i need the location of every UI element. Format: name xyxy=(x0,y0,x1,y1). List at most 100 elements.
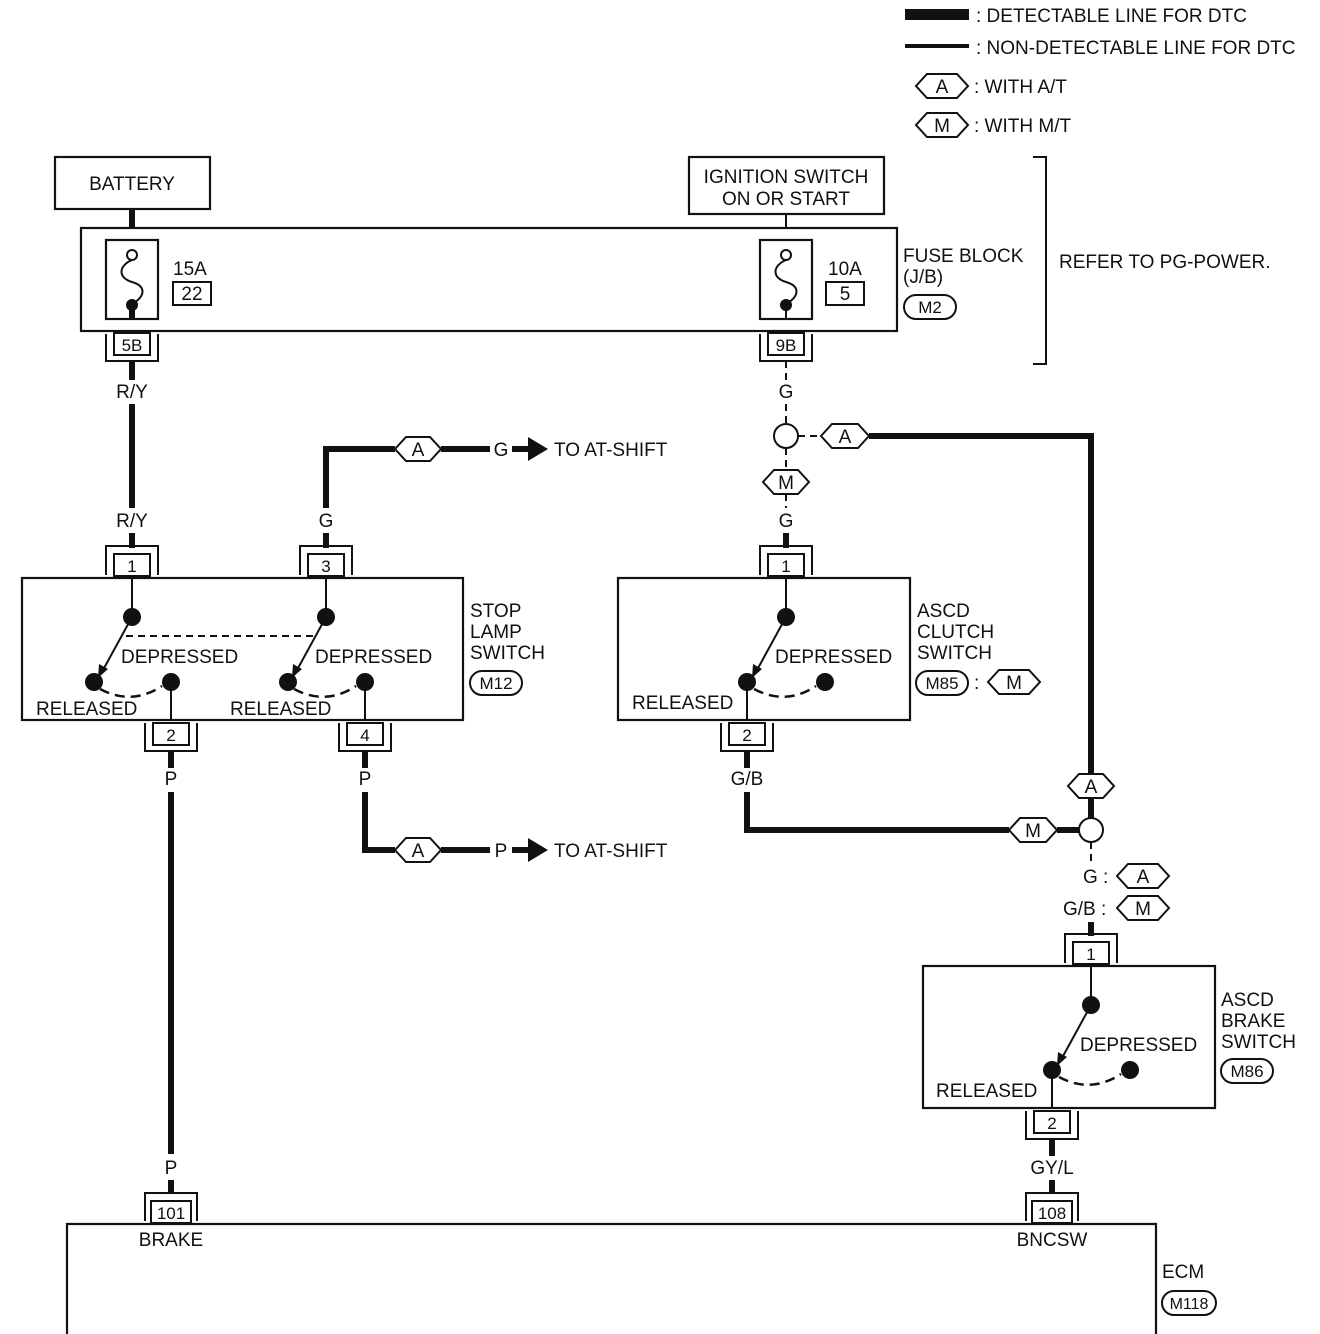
stop-lamp-sw1-released-contact xyxy=(85,673,103,691)
ecm-box xyxy=(65,1222,1158,1334)
ascd-clutch-name-3: SWITCH xyxy=(917,643,992,664)
terminal-5b-label: 5B xyxy=(122,336,143,355)
ascd-brake-connector: M86 xyxy=(1230,1062,1263,1081)
ascd-clutch-depressed: DEPRESSED xyxy=(775,647,892,668)
stop-lamp-sw1-travel xyxy=(99,684,163,699)
p-at-shift-wire-label: P xyxy=(495,841,508,862)
stop-lamp-t4-label: 4 xyxy=(360,726,369,745)
legend-detectable-line xyxy=(905,9,969,20)
ascd-brake-depressed-contact xyxy=(1121,1061,1139,1079)
ecm-name: ECM xyxy=(1162,1262,1204,1283)
ecm-t101-box xyxy=(150,1200,192,1224)
terminal-5b: 5B xyxy=(105,332,159,362)
gb-wire xyxy=(744,792,1009,833)
stop-lamp-sw2-released: RELEASED xyxy=(230,699,331,720)
stop-lamp-t4-box xyxy=(346,722,384,746)
ascd-clutch-switch-box xyxy=(616,576,912,722)
stop-lamp-t2-label: 2 xyxy=(166,726,175,745)
ascd-brake-depressed: DEPRESSED xyxy=(1080,1035,1197,1056)
mt-hex-code-2: M xyxy=(1025,821,1041,842)
stop-lamp-switch: 1 3 DEPRESSED RELEASED DEPRESSED RELEASE… xyxy=(20,545,545,752)
ascd-clutch-connector-oval xyxy=(915,670,969,696)
ecm-connector-oval xyxy=(1161,1290,1217,1316)
battery-box xyxy=(53,155,212,211)
ascd-brake-t1-label: 1 xyxy=(1086,945,1095,964)
stop-lamp-sw1-released: RELEASED xyxy=(36,699,137,720)
stop-lamp-t3-outer xyxy=(299,545,353,575)
stop-lamp-sw2-arrow-icon xyxy=(292,664,302,678)
splice-top-icon xyxy=(773,423,799,449)
ascd-brake-travel xyxy=(1058,1072,1122,1087)
ascd-clutch-mt-code: M xyxy=(1006,673,1022,694)
ascd-clutch-name-2: CLUTCH xyxy=(917,622,994,643)
ascd-clutch-name-1: ASCD xyxy=(917,601,970,622)
ecm-bncsw-label: BNCSW xyxy=(1017,1230,1088,1251)
fuse-22-amp: 15A xyxy=(173,259,207,280)
ascd-clutch-depressed-contact xyxy=(816,673,834,691)
stop-lamp-name-3: SWITCH xyxy=(470,643,545,664)
ascd-brake-t1-box xyxy=(1072,941,1110,965)
ecm-t108-label: 108 xyxy=(1038,1204,1066,1223)
stop-lamp-connector: M12 xyxy=(479,674,512,693)
gb-colon-label: G/B : xyxy=(1063,899,1106,920)
g-at-shift-wire-label: G xyxy=(494,440,509,461)
legend-at-label: : WITH A/T xyxy=(974,77,1067,98)
stop-lamp-connector-oval xyxy=(469,670,523,696)
ascd-clutch-t1-outer xyxy=(759,545,813,575)
mt-hex-code: M xyxy=(778,473,794,494)
gb-label: G/B xyxy=(731,769,764,790)
ascd-brake-blade xyxy=(1061,1004,1092,1059)
stop-lamp-t3-box xyxy=(307,553,345,577)
arrow-right-icon-2 xyxy=(528,838,548,862)
ascd-clutch-switch: 1 DEPRESSED RELEASED 2 ASCD CLUTCH SWITC… xyxy=(616,545,1042,752)
stop-lamp-t1-outer xyxy=(105,545,159,575)
ascd-clutch-mt-hex-icon xyxy=(986,669,1042,695)
fuse-22-num-box xyxy=(172,281,212,306)
mt-hex-icon xyxy=(761,469,811,495)
fuse-22-num: 22 xyxy=(181,284,202,305)
g-at-shift-wire xyxy=(323,446,395,508)
legend: : DETECTABLE LINE FOR DTC : NON-DETECTAB… xyxy=(905,6,1296,138)
stop-lamp-t1-box xyxy=(113,553,151,577)
ascd-clutch-t2-label: 2 xyxy=(742,726,751,745)
at-hex-code: A xyxy=(412,440,425,461)
ecm-brake-label: BRAKE xyxy=(139,1230,203,1251)
at-shift-label-top: TO AT-SHIFT xyxy=(554,440,668,461)
stop-lamp-sw2-travel xyxy=(293,684,357,699)
ascd-brake-name-1: ASCD xyxy=(1221,990,1274,1011)
ignition-switch-label-1: IGNITION SWITCH xyxy=(704,167,869,188)
ry-label-bottom: R/Y xyxy=(116,511,148,532)
splice-bottom-icon xyxy=(1078,817,1104,843)
fuse-block-connector-oval xyxy=(903,294,957,320)
refer-bracket xyxy=(1033,156,1047,365)
fuse-block-label-2: (J/B) xyxy=(903,267,943,288)
at-shift-label-bottom: TO AT-SHIFT xyxy=(554,841,668,862)
fuse-5-num: 5 xyxy=(840,284,851,305)
ascd-clutch-t1-box xyxy=(767,553,805,577)
fuse-block-connector: M2 xyxy=(918,298,942,317)
ascd-brake-t2-label: 2 xyxy=(1047,1114,1056,1133)
stop-lamp-switch-box xyxy=(20,576,465,722)
brake-mt-code: M xyxy=(1135,899,1151,920)
terminal-9b-label: 9B xyxy=(776,336,797,355)
ignition-switch-box xyxy=(687,155,886,216)
terminal-9b: 9B xyxy=(759,332,813,362)
ascd-brake-t2-box xyxy=(1033,1110,1071,1134)
ecm-t101-outer xyxy=(144,1192,198,1221)
ascd-clutch-travel xyxy=(753,684,817,699)
gyl-label: GY/L xyxy=(1030,1158,1073,1179)
legend-mt-code: M xyxy=(934,116,950,137)
fuse-22-top-terminal xyxy=(126,249,138,261)
stop-lamp-sw2-released-contact xyxy=(279,673,297,691)
arrow-right-icon xyxy=(528,437,548,461)
at-hex-code-4: A xyxy=(1085,777,1098,798)
fuse-5-amp: 10A xyxy=(828,259,862,280)
fuse-block-label-1: FUSE BLOCK xyxy=(903,246,1024,267)
ascd-brake-name-2: BRAKE xyxy=(1221,1011,1285,1032)
legend-detectable-label: : DETECTABLE LINE FOR DTC xyxy=(976,6,1247,27)
ascd-clutch-blade xyxy=(756,616,787,671)
stop-lamp-name-1: STOP xyxy=(470,601,521,622)
brake-mt-hex-icon xyxy=(1115,895,1171,921)
p-at-shift-wire xyxy=(362,792,395,853)
